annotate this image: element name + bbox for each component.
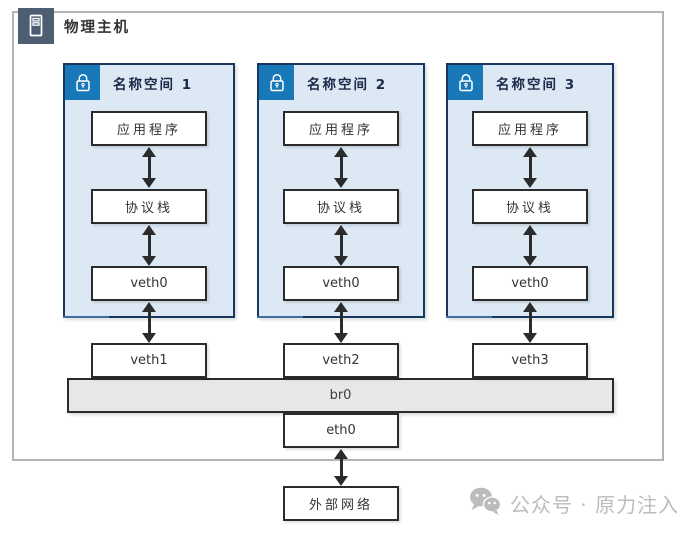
double-arrow bbox=[142, 147, 156, 188]
double-arrow bbox=[334, 147, 348, 188]
veth2-box: veth2 bbox=[283, 343, 399, 378]
lock-icon bbox=[65, 65, 100, 100]
wechat-icon bbox=[468, 486, 502, 520]
lock-icon bbox=[259, 65, 294, 100]
application-box: 应用程序 bbox=[472, 111, 588, 146]
host-title: 物理主机 bbox=[64, 19, 130, 36]
double-arrow bbox=[523, 302, 537, 343]
double-arrow bbox=[142, 302, 156, 343]
protocol-stack-box: 协议栈 bbox=[283, 189, 399, 224]
namespace-box-1: 名称空间 1 应用程序 协议栈 veth0 bbox=[63, 63, 235, 318]
protocol-stack-box: 协议栈 bbox=[472, 189, 588, 224]
double-arrow bbox=[523, 147, 537, 188]
double-arrow bbox=[334, 225, 348, 266]
veth3-box: veth3 bbox=[472, 343, 588, 378]
namespace-label: 名称空间 1 bbox=[113, 76, 194, 93]
server-icon bbox=[18, 8, 54, 44]
veth0-box: veth0 bbox=[283, 266, 399, 301]
veth0-box: veth0 bbox=[91, 266, 207, 301]
double-arrow bbox=[334, 449, 348, 486]
namespace-box-2: 名称空间 2 应用程序 协议栈 veth0 bbox=[257, 63, 425, 318]
namespace-box-3: 名称空间 3 应用程序 协议栈 veth0 bbox=[446, 63, 614, 318]
watermark: 公众号 · 原力注入 bbox=[468, 486, 679, 520]
watermark-text: 公众号 · 原力注入 bbox=[510, 492, 680, 517]
application-box: 应用程序 bbox=[283, 111, 399, 146]
external-network-box: 外部网络 bbox=[283, 486, 399, 521]
double-arrow bbox=[142, 225, 156, 266]
namespace-label: 名称空间 3 bbox=[496, 76, 577, 93]
double-arrow bbox=[334, 302, 348, 343]
protocol-stack-box: 协议栈 bbox=[91, 189, 207, 224]
lock-icon bbox=[448, 65, 483, 100]
application-box: 应用程序 bbox=[91, 111, 207, 146]
eth0-box: eth0 bbox=[283, 413, 399, 448]
veth1-box: veth1 bbox=[91, 343, 207, 378]
bridge-br0-bar: br0 bbox=[67, 378, 614, 413]
double-arrow bbox=[523, 225, 537, 266]
namespace-label: 名称空间 2 bbox=[307, 76, 388, 93]
veth0-box: veth0 bbox=[472, 266, 588, 301]
